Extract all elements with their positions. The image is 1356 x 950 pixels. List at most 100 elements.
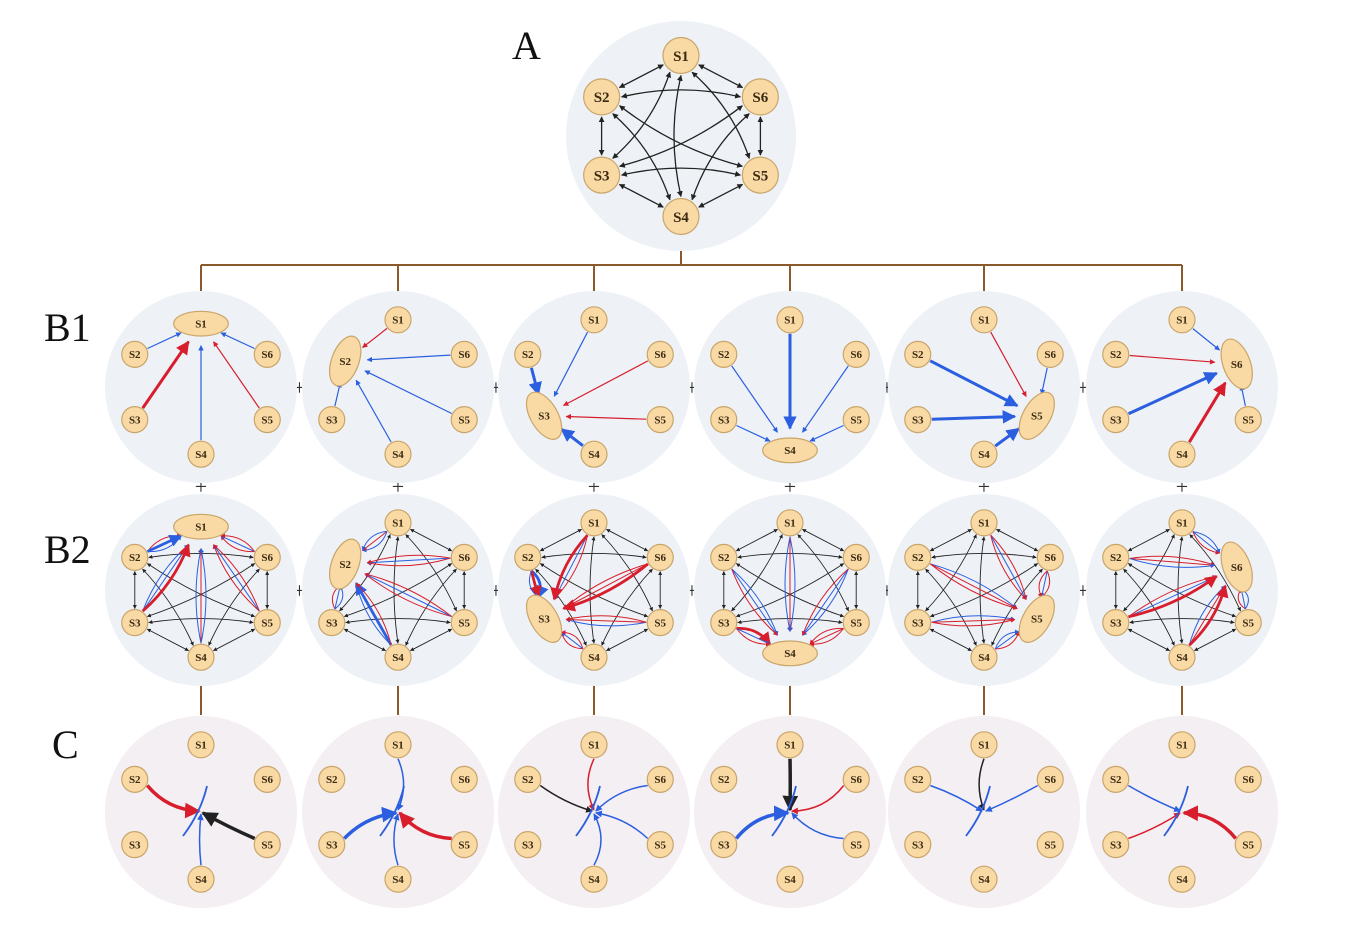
edge [550, 534, 589, 601]
edge [366, 354, 451, 363]
node-label: S5 [850, 414, 862, 426]
edge [994, 427, 1021, 448]
edge [736, 628, 771, 647]
node-s2: S2 [1102, 340, 1130, 368]
edge [561, 630, 584, 649]
tree-connectors [200, 251, 1183, 715]
edge [593, 813, 602, 866]
node-s2: S2 [514, 543, 542, 571]
node-s1: S1 [1168, 306, 1196, 334]
node-s6: S6 [1220, 541, 1253, 593]
node-s6: S6 [1036, 543, 1064, 571]
edge [618, 183, 664, 208]
node-s1: S1 [662, 36, 700, 75]
edges [731, 333, 849, 442]
edge [929, 359, 1019, 408]
node-label: S3 [129, 617, 141, 629]
edge [213, 544, 260, 612]
edges [721, 528, 859, 647]
edge [366, 557, 451, 567]
node-label: S2 [339, 356, 351, 368]
node-label: S6 [261, 774, 273, 786]
node-label: S5 [1031, 614, 1043, 626]
edge [1127, 784, 1181, 812]
node-label: S4 [1176, 874, 1188, 886]
edge [213, 544, 260, 612]
node-s1: S1 [384, 731, 412, 759]
node-label: S5 [654, 839, 666, 851]
edge [220, 332, 255, 350]
node-label: S2 [129, 349, 141, 361]
node-label: S1 [784, 315, 796, 327]
node-label: S5 [850, 839, 862, 851]
node-label: S3 [326, 617, 338, 629]
edge [560, 428, 584, 447]
node-label: S1 [784, 518, 796, 530]
node-label: S6 [261, 552, 273, 564]
node-label: S2 [326, 774, 338, 786]
node-s5: S5 [646, 406, 674, 434]
edge [791, 785, 845, 815]
node-s1: S1 [187, 731, 215, 759]
edge [212, 544, 260, 612]
node-s3: S3 [1102, 609, 1130, 637]
edge [1129, 354, 1216, 365]
node-label: S4 [195, 449, 207, 461]
node-s5: S5 [1234, 406, 1262, 434]
node-s4: S4 [1168, 865, 1196, 893]
edge [397, 758, 405, 811]
edge [355, 379, 392, 443]
node-label: S3 [522, 839, 534, 851]
edge [606, 528, 649, 552]
node-s6: S6 [450, 765, 478, 793]
node-label: S2 [912, 774, 924, 786]
edge [541, 552, 647, 559]
node-s4: S4 [776, 865, 804, 893]
panel-background [1086, 716, 1278, 908]
node-label: S5 [261, 839, 273, 851]
node-label: S4 [978, 652, 990, 664]
edge-arc [965, 785, 991, 837]
node-label: S3 [326, 414, 338, 426]
edge [208, 568, 260, 646]
node-label: S1 [1176, 315, 1188, 327]
node-s5: S5 [1234, 831, 1262, 859]
edge [931, 410, 1017, 424]
node-s3: S3 [904, 831, 932, 859]
edge [802, 365, 849, 433]
edge [565, 618, 647, 627]
node-s6: S6 [1036, 765, 1064, 793]
edge [343, 806, 398, 840]
edge [802, 528, 845, 552]
node-s4: S4 [187, 643, 215, 671]
edge [362, 327, 388, 348]
edges [528, 331, 649, 447]
node-s3: S3 [710, 406, 738, 434]
node-s2: S2 [514, 765, 542, 793]
edge [562, 562, 649, 612]
node-s6: S6 [1036, 340, 1064, 368]
edge [1188, 584, 1229, 647]
node-label: S6 [654, 349, 666, 361]
row-label-c: C [52, 722, 79, 767]
node-label: S6 [850, 552, 862, 564]
node-s4: S4 [384, 865, 412, 893]
node-label: S2 [339, 559, 351, 571]
edge [802, 568, 849, 636]
node-label: S6 [1044, 349, 1056, 361]
node-label: S2 [522, 349, 534, 361]
edge [734, 805, 790, 840]
edge [601, 568, 653, 646]
node-s5: S5 [1018, 391, 1055, 440]
edge [1127, 628, 1170, 652]
node-s2: S2 [904, 543, 932, 571]
node-s3: S3 [904, 406, 932, 434]
edge [731, 568, 779, 636]
edge-arc [182, 785, 208, 837]
edge [364, 572, 453, 617]
node-s1: S1 [173, 310, 229, 337]
edges [141, 332, 260, 441]
node-label: S1 [978, 518, 990, 530]
edge [141, 340, 190, 409]
